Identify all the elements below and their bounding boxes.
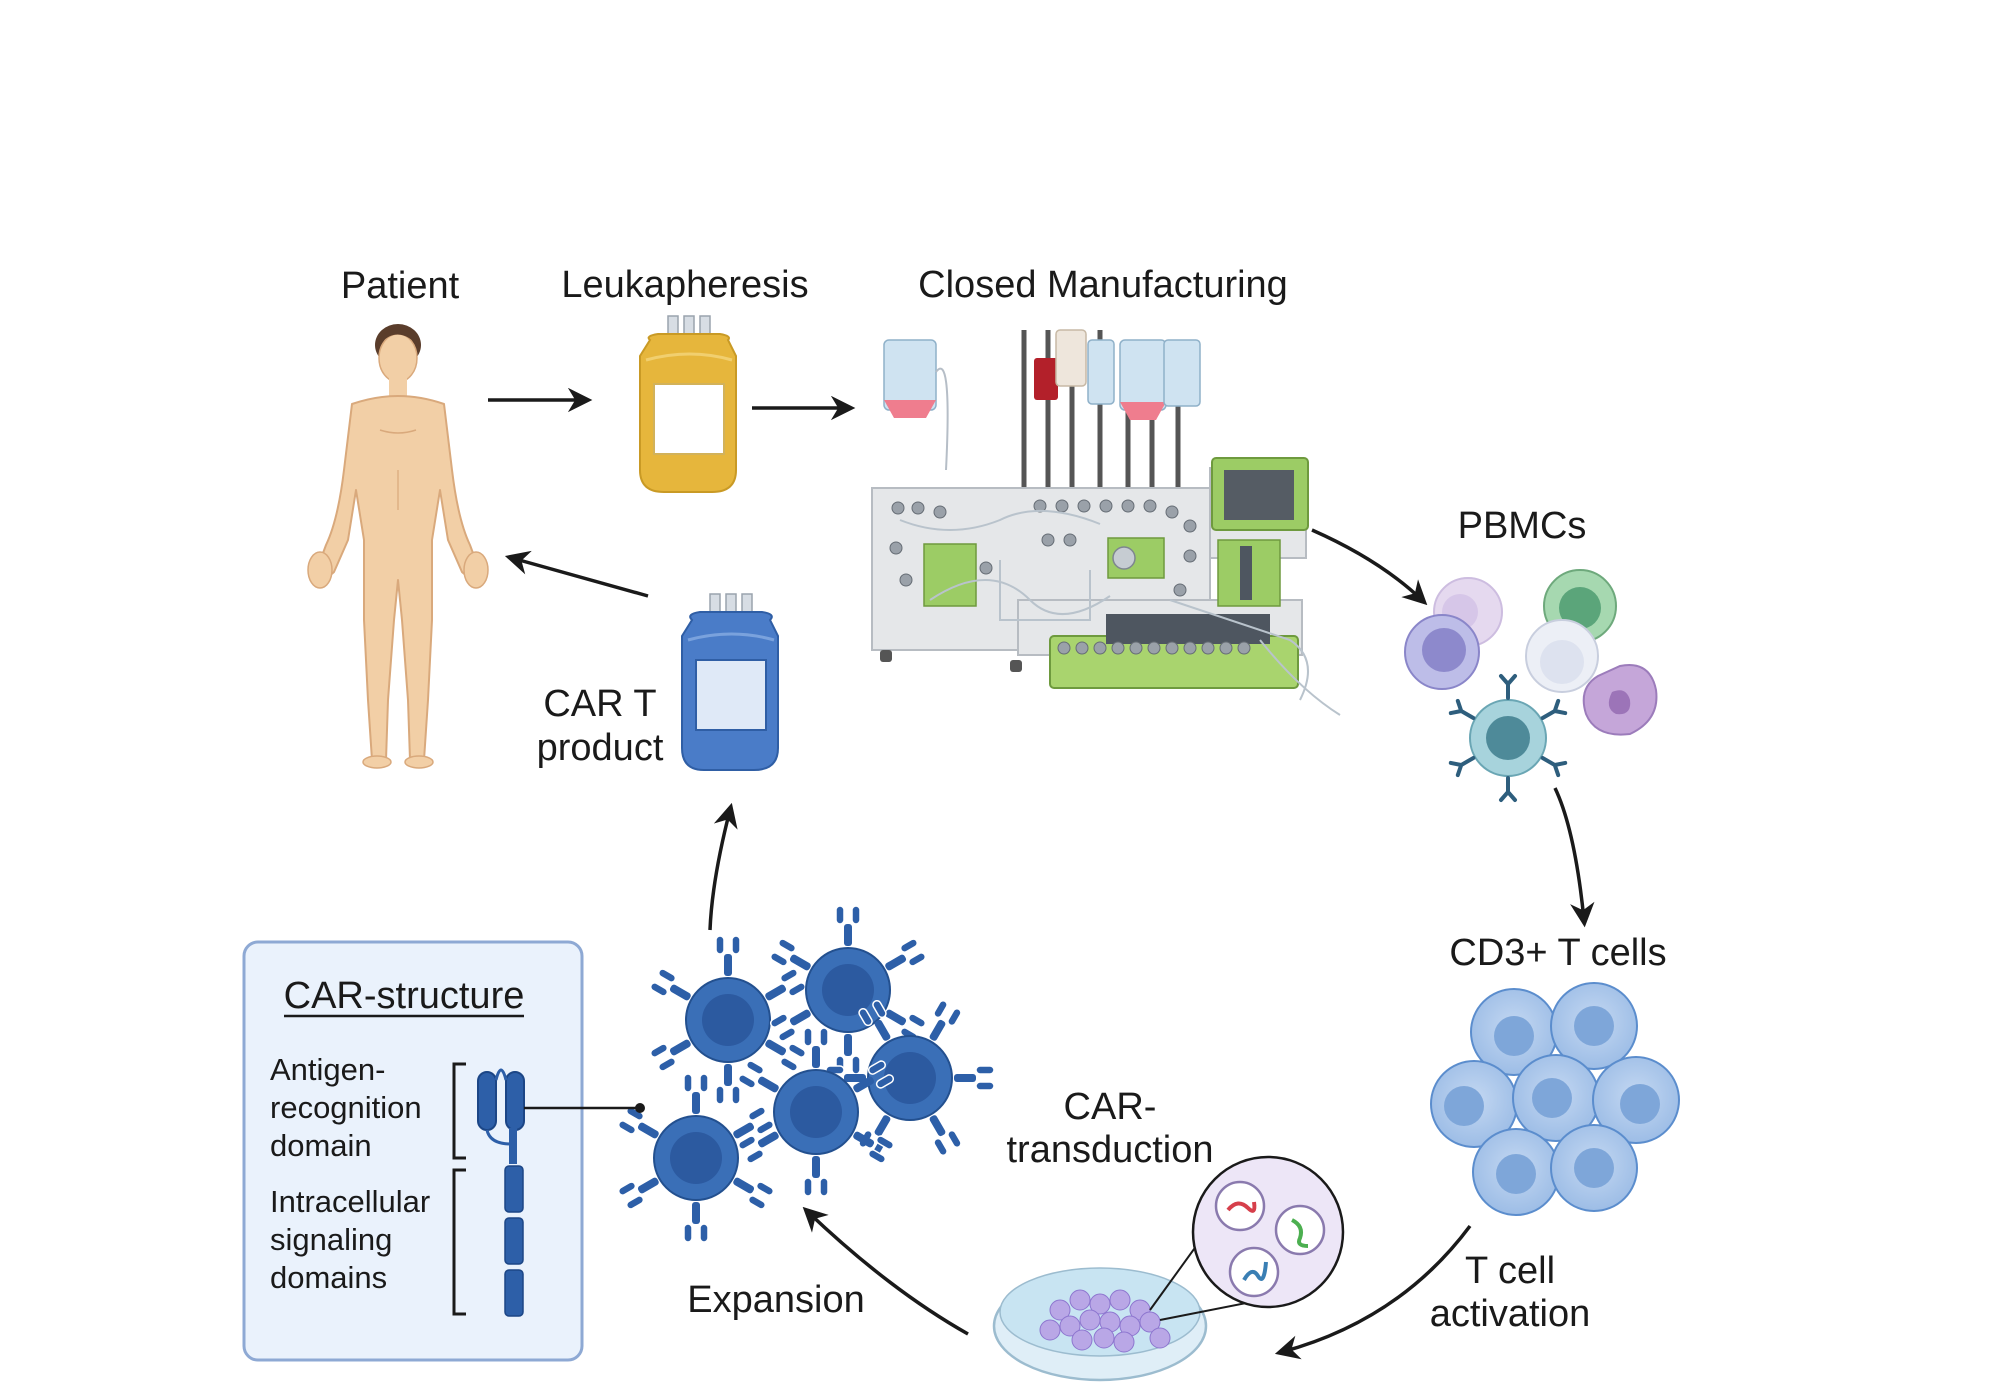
arrow-product-to-patient bbox=[504, 550, 649, 598]
cd3-t-cells-label: CD3+ T cells bbox=[1449, 932, 1666, 974]
patient-figure bbox=[307, 324, 489, 769]
pbmcs-label: PBMCs bbox=[1458, 505, 1587, 547]
expansion-label: Expansion bbox=[687, 1279, 864, 1321]
signaling-domains-label-line1: Intracellular bbox=[270, 1184, 430, 1219]
closed-manufacturing-label: Closed Manufacturing bbox=[918, 264, 1288, 306]
car-structure-panel: CAR-structure Antigen- recognition domai… bbox=[242, 940, 645, 1362]
patient-label: Patient bbox=[341, 265, 460, 307]
antigen-domain-label-line3: domain bbox=[270, 1128, 372, 1163]
t-cell-activation-label-line2: activation bbox=[1430, 1293, 1591, 1335]
petri-dish-icon bbox=[992, 1155, 1345, 1382]
car-structure-connector-dot bbox=[635, 1103, 645, 1113]
arrow-pbmcs-to-cd3 bbox=[1553, 787, 1595, 928]
leukapheresis-label: Leukapheresis bbox=[561, 264, 808, 306]
closed-manufacturing-machine bbox=[871, 329, 1341, 716]
signaling-domains-label-line2: signaling bbox=[270, 1222, 392, 1257]
car-transduction-label-line2: transduction bbox=[1006, 1129, 1213, 1171]
antigen-domain-label-line1: Antigen- bbox=[270, 1052, 385, 1087]
cd3-t-cells-cluster bbox=[1430, 982, 1680, 1216]
car-transduction-label-line1: CAR- bbox=[1064, 1086, 1157, 1128]
antigen-bracket bbox=[452, 1062, 466, 1160]
signaling-bracket bbox=[452, 1168, 466, 1316]
car-structure-title: CAR-structure bbox=[284, 975, 525, 1017]
signaling-domains-label-line3: domains bbox=[270, 1260, 387, 1295]
leukapheresis-bag-icon bbox=[639, 315, 737, 493]
car-t-product-label-line1: CAR T bbox=[543, 683, 656, 725]
arrow-manufacturing-to-pbmcs bbox=[1311, 528, 1428, 606]
car-t-product-label-line2: product bbox=[537, 727, 664, 769]
arrow-transduction-to-expansion bbox=[802, 1206, 969, 1336]
car-receptor-schematic bbox=[477, 1068, 525, 1317]
t-cell-activation-label-line1: T cell bbox=[1465, 1250, 1555, 1292]
arrow-expansion-to-product bbox=[708, 802, 738, 931]
pbmcs-cells bbox=[1404, 569, 1658, 802]
arrow-activation-to-transduction bbox=[1274, 1224, 1472, 1360]
expanded-car-t-cells bbox=[616, 905, 995, 1243]
car-t-product-bag-icon bbox=[681, 593, 779, 771]
antigen-domain-label-line2: recognition bbox=[270, 1090, 422, 1125]
